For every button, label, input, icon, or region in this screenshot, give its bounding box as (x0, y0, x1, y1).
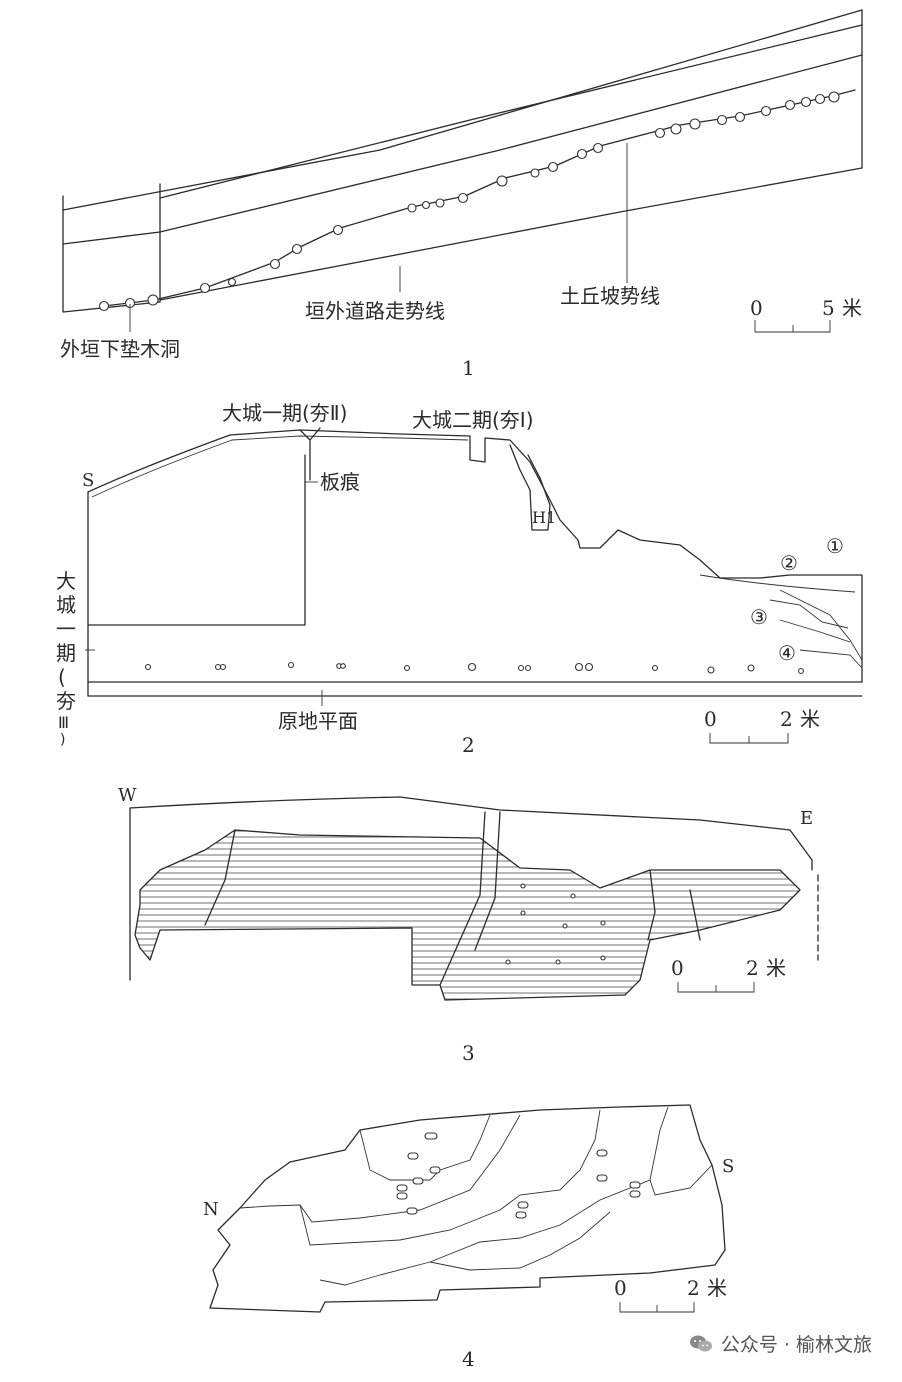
post-holes-4 (396, 1132, 641, 1219)
figure-1-profile: 外垣下垫木洞 垣外道路走势线 土丘坡势线 0 5 米 1 (60, 9, 863, 380)
scale-3-value: 2 (746, 956, 759, 980)
figure-2-profile: S 大城一期(夯Ⅱ) 大城二期(夯Ⅰ) 板痕 H1 大 城 一 期 ( 夯 Ⅲ … (56, 401, 863, 757)
phase1-lower-char-4: 期 (56, 641, 76, 665)
scale-2-value: 2 (780, 707, 793, 731)
post-holes (98, 91, 840, 312)
wechat-icon (689, 1335, 712, 1351)
phase1-lower-char-5: ( (58, 665, 66, 689)
scale-4-zero: 0 (614, 1276, 627, 1300)
scale-4-value: 2 (687, 1276, 700, 1300)
scale-3-unit: 米 (766, 956, 786, 980)
layer-3: ③ (750, 605, 768, 629)
phase1-lower-char-8: ) (60, 732, 65, 748)
figure-4-plan: N S 0 2 米 4 (203, 1104, 734, 1371)
figure-3-number: 3 (462, 1041, 475, 1065)
phase1-lower-char-1: 大 (56, 569, 76, 593)
figure-4-number: 4 (462, 1347, 475, 1371)
scale-2-zero: 0 (704, 707, 717, 731)
phase1-lower-char-2: 城 (56, 593, 76, 617)
direction-n: N (203, 1199, 219, 1220)
road-line-label: 垣外道路走势线 (305, 299, 445, 323)
phase1-lower-char-7: Ⅲ (58, 713, 69, 732)
direction-w: W (118, 785, 137, 806)
direction-s-2: S (82, 470, 94, 491)
layer-1: ① (826, 534, 844, 558)
direction-e: E (800, 808, 813, 829)
phase1-upper-label: 大城一期(夯Ⅱ) (222, 401, 347, 425)
phase1-lower-char-3: 一 (56, 617, 76, 641)
scale-bar-1 (754, 320, 831, 333)
scale-3-zero: 0 (671, 956, 684, 980)
layer-4: ④ (778, 641, 796, 665)
layer-2: ② (780, 551, 798, 575)
ground-label: 原地平面 (278, 709, 358, 733)
phase2-label: 大城二期(夯Ⅰ) (412, 408, 534, 432)
scale-1-zero: 0 (750, 296, 763, 320)
scale-bar-4 (619, 1302, 695, 1313)
watermark-text: 公众号 · 榆林文旅 (720, 1334, 872, 1356)
post-holes-label: 外垣下垫木洞 (60, 337, 180, 361)
scale-1-value: 5 (822, 296, 835, 320)
scale-1-unit: 米 (842, 296, 862, 320)
scale-4-unit: 米 (707, 1276, 727, 1300)
mound-line-label: 土丘坡势线 (560, 284, 660, 308)
figure-3-section: W E 0 2 米 3 (118, 785, 819, 1065)
direction-s-4: S (722, 1156, 734, 1177)
watermark: 公众号 · 榆林文旅 (689, 1330, 872, 1357)
board-mark-label: 板痕 (320, 470, 360, 494)
figure-2-number: 2 (462, 733, 475, 757)
scale-bar-2 (709, 733, 789, 744)
pit-label: H1 (532, 508, 556, 527)
phase1-lower-char-6: 夯 (56, 689, 76, 713)
scale-bar-3 (677, 982, 755, 993)
scale-2-unit: 米 (800, 707, 820, 731)
post-holes-2 (144, 661, 805, 675)
figure-1-number: 1 (462, 356, 475, 380)
post-holes-3 (505, 883, 606, 965)
